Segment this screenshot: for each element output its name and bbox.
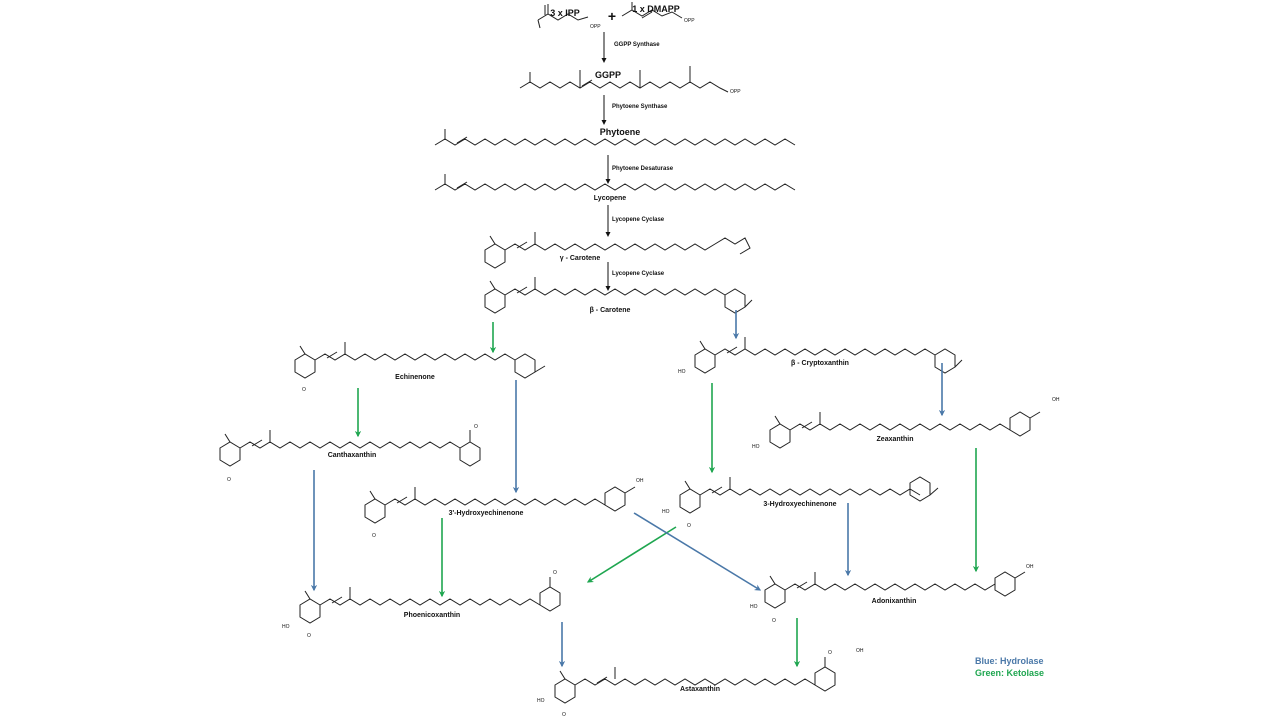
compound-phoenicoxanthin: Phoenicoxanthin [403,612,461,619]
phytoene-structure [434,129,796,146]
arrow-blue-hydroxyprime-adonixanthin [633,512,762,591]
compound-phytoene: Phytoene [599,127,641,137]
oh-adonixanthin: OH [1026,564,1034,570]
oh-hydroxyprime: OH [636,478,644,484]
compound-adonixanthin: Adonixanthin [871,598,917,605]
compound-zeaxanthin: Zeaxanthin [876,436,914,443]
hydroxyechinenone-structure [679,476,939,514]
ipp-structure [537,4,589,29]
o-canthaxanthin-right: O [474,424,478,430]
oh-astaxanthin: OH [856,648,864,654]
compound-astaxanthin: Astaxanthin [679,686,721,693]
arrow-green-hydroxy-phoenicoxanthin [586,526,677,583]
adonixanthin-structure [764,571,1026,609]
phoenicoxanthin-structure [299,577,561,624]
compound-ggpp: GGPP [594,70,622,80]
o-hydroxyechinenone: O [687,523,691,529]
echinenone-structure [294,342,546,379]
compound-echinenone: Echinenone [395,374,435,381]
o-canthaxanthin-left: O [227,477,231,483]
o-phoenicoxanthin-right: O [553,570,557,576]
legend-hydrolase: Blue: Hydrolase [975,656,1044,666]
compound-beta-carotene: β - Carotene [589,307,631,314]
compound-hydroxyechinenone-prime: 3'-Hydroxyechinenone [448,510,524,517]
compound-canthaxanthin: Canthaxanthin [327,452,377,459]
enzyme-lycopene-cyclase-1: Lycopene Cyclase [612,217,665,223]
plus-sign: + [607,8,617,24]
o-hydroxyprime: O [372,533,376,539]
opp-ipp-label: OPP [590,24,601,30]
ipp-label: 3 x IPP [550,8,580,18]
legend: Blue: Hydrolase Green: Ketolase [975,655,1044,679]
ho-adonixanthin: HO [750,604,758,610]
compound-lycopene: Lycopene [593,195,627,202]
astaxanthin-structure [554,657,836,704]
o-phoenicoxanthin-left: O [307,633,311,639]
opp-dmapp-label: OPP [684,18,695,24]
o-adonixanthin: O [772,618,776,624]
canthaxanthin-structure [219,430,481,467]
lycopene-structure [434,174,796,191]
compound-beta-cryptoxanthin: β - Cryptoxanthin [791,360,849,367]
ho-hydroxyechinenone: HO [662,509,670,515]
ho-astaxanthin: HO [537,698,545,704]
compound-hydroxyechinenone: 3-Hydroxyechinenone [763,501,837,508]
beta-carotene-structure [484,277,753,314]
dmapp-structure [621,2,683,19]
ho-zeaxanthin: HO [752,444,760,450]
enzyme-ggpp-synthase: GGPP Synthase [614,42,660,48]
enzyme-phytoene-desaturase: Phytoene Desaturase [612,166,674,172]
zeaxanthin-structure [769,411,1041,449]
hydroxyechinenone-prime-structure [364,486,636,524]
dmapp-label: 1 x DMAPP [632,4,680,14]
compound-gamma-carotene: γ - Carotene [559,255,601,262]
o-echinenone: O [302,387,306,393]
oh-zeaxanthin: OH [1052,397,1060,403]
enzyme-lycopene-cyclase-2: Lycopene Cyclase [612,271,665,277]
opp-ggpp-label: OPP [730,89,741,95]
o-astaxanthin-left: O [562,712,566,718]
gamma-carotene-structure [484,232,751,269]
enzyme-phytoene-synthase: Phytoene Synthase [612,104,668,110]
o-astaxanthin-right: O [828,650,832,656]
ho-cryptoxanthin: HO [678,369,686,375]
beta-cryptoxanthin-structure [694,337,963,374]
ho-phoenicoxanthin: HO [282,624,290,630]
legend-ketolase: Green: Ketolase [975,668,1045,678]
ggpp-structure [519,66,729,93]
